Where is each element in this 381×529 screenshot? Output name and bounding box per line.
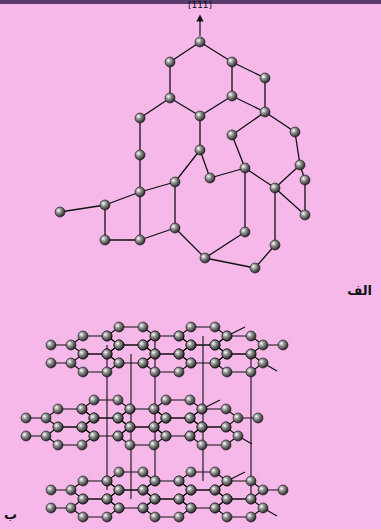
figure-label: ب bbox=[4, 508, 17, 522]
graphite-lattice bbox=[21, 322, 288, 522]
diamond-lattice bbox=[55, 37, 310, 273]
direction-label: [111] bbox=[188, 1, 212, 11]
figure-label: الف bbox=[347, 284, 372, 298]
direction-arrow bbox=[199, 18, 200, 36]
